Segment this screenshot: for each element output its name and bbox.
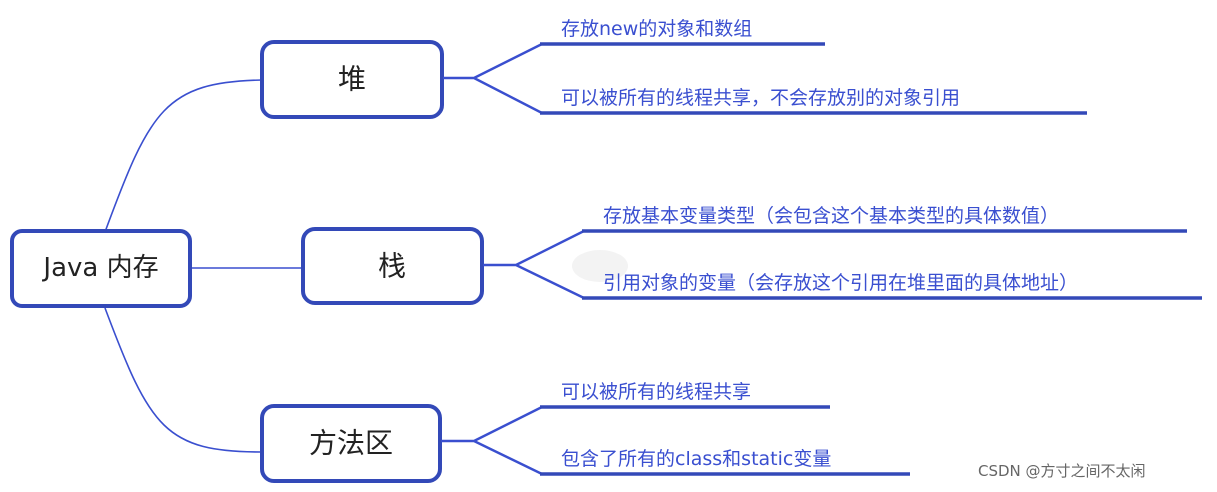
branch-heap-label: 堆 xyxy=(338,63,366,96)
stack-item-2: 引用对象的变量（会存放这个引用在堆里面的具体地址） xyxy=(603,272,1078,294)
root-label: Java 内存 xyxy=(41,253,158,283)
highlight-blob xyxy=(572,250,628,282)
heap-fork xyxy=(443,42,543,115)
method-area-item-2: 包含了所有的class和static变量 xyxy=(561,448,831,470)
branch-method-area: 方法区 可以被所有的线程共享 包含了所有的class和static变量 xyxy=(260,381,910,483)
csdn-watermark: CSDN @方寸之间不太闲 xyxy=(978,462,1146,480)
branch-method-area-label: 方法区 xyxy=(309,427,393,460)
connector-method-area xyxy=(104,307,263,453)
branch-stack-label: 栈 xyxy=(378,250,406,283)
connector-heap xyxy=(104,79,263,233)
branch-stack: 栈 存放基本变量类型（会包含这个基本类型的具体数值） 引用对象的变量（会存放这个… xyxy=(301,205,1202,305)
stack-fork xyxy=(483,229,585,300)
stack-item-1: 存放基本变量类型（会包含这个基本类型的具体数值） xyxy=(603,205,1059,227)
heap-item-2: 可以被所有的线程共享，不会存放别的对象引用 xyxy=(561,87,960,109)
method-area-fork xyxy=(441,405,543,476)
heap-item-1: 存放new的对象和数组 xyxy=(561,18,752,40)
root-node: Java 内存 xyxy=(10,229,192,308)
branch-heap: 堆 存放new的对象和数组 可以被所有的线程共享，不会存放别的对象引用 xyxy=(260,18,1087,119)
method-area-item-1: 可以被所有的线程共享 xyxy=(561,381,751,403)
